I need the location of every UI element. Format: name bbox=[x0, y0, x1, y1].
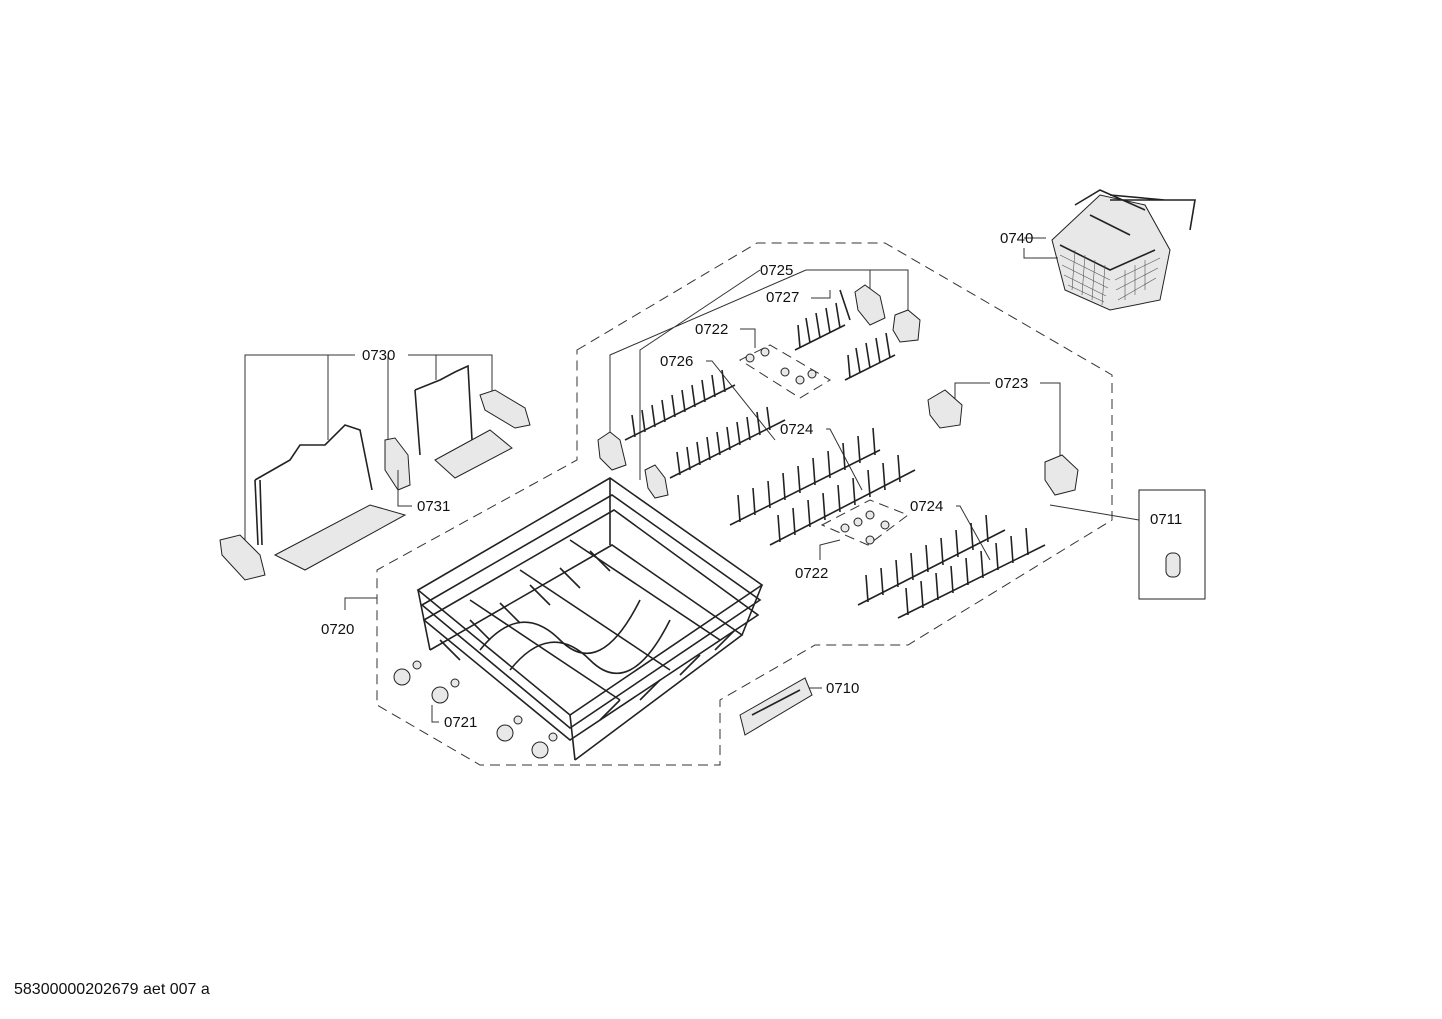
label-0740: 0740 bbox=[1000, 230, 1033, 247]
part-0711-cap[interactable] bbox=[1165, 552, 1181, 578]
label-0720: 0720 bbox=[321, 621, 354, 638]
label-0711: 0711 bbox=[1150, 511, 1182, 528]
label-0723: 0723 bbox=[995, 375, 1028, 392]
cutlery-basket[interactable] bbox=[1051, 189, 1196, 311]
label-0721: 0721 bbox=[444, 714, 477, 731]
clip-group-outline-upper bbox=[738, 344, 831, 399]
rack-support-clips[interactable] bbox=[597, 284, 921, 499]
part-0710-strip[interactable] bbox=[739, 677, 813, 736]
fold-down-tines-0724-lower[interactable] bbox=[857, 514, 1046, 619]
plate-tines-0726[interactable] bbox=[624, 369, 786, 479]
label-0725: 0725 bbox=[760, 262, 793, 279]
basket-wheels-0721[interactable] bbox=[393, 660, 558, 759]
hinge-brackets[interactable] bbox=[219, 389, 531, 581]
fold-down-tine-rack-left[interactable] bbox=[273, 429, 513, 571]
label-0727: 0727 bbox=[766, 289, 799, 306]
label-0726: 0726 bbox=[660, 353, 693, 370]
label-0722-upper: 0722 bbox=[695, 321, 728, 338]
drawing-id-footer: 58300000202679 aet 007 a bbox=[14, 981, 210, 998]
label-0724-upper: 0724 bbox=[780, 421, 813, 438]
fold-down-wire-handle[interactable] bbox=[254, 364, 473, 546]
rack-adjuster-0723[interactable] bbox=[927, 389, 1079, 496]
label-0722-lower: 0722 bbox=[795, 565, 828, 582]
fold-down-tines-0724-upper[interactable] bbox=[729, 427, 916, 546]
rack-clips-upper[interactable] bbox=[745, 347, 817, 385]
rack-clips-lower[interactable] bbox=[840, 510, 890, 545]
clip-group-outline-lower bbox=[820, 499, 910, 546]
label-0710: 0710 bbox=[826, 680, 859, 697]
label-0731: 0731 bbox=[417, 498, 450, 515]
part-0711-box bbox=[1138, 489, 1206, 600]
label-0724-lower: 0724 bbox=[910, 498, 943, 515]
rack-group-outline bbox=[376, 242, 1113, 766]
label-0730: 0730 bbox=[362, 347, 395, 364]
lower-basket-0720[interactable] bbox=[416, 477, 764, 761]
cup-shelf-tines-0727[interactable] bbox=[794, 289, 896, 381]
